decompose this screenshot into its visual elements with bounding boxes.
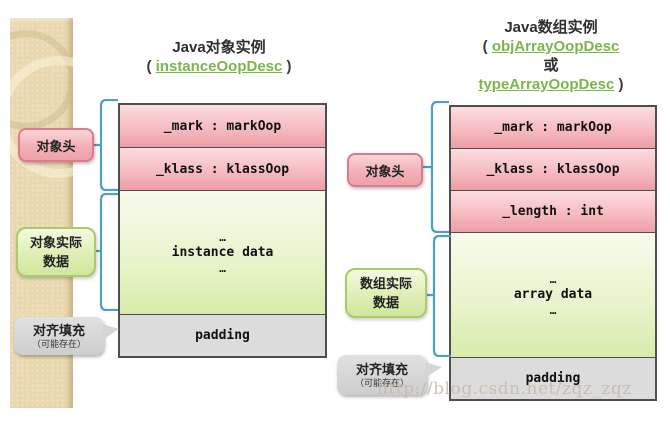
left-padding-label: 对齐填充 （可能存在） [14,317,119,355]
cell-padding: padding [451,357,655,399]
right-diagram-title: Java数组实例 ( objArrayOopDesc 或 typeArrayOo… [438,18,664,94]
right-array-data-label: 数组实际 数据 [345,268,427,318]
right-subtitle-line1: ( objArrayOopDesc [438,37,664,56]
right-subtitle-or: 或 [543,57,559,74]
paren-close: ) [286,58,292,75]
ellipsis: … [219,261,226,275]
instanceOopDesc-link[interactable]: instanceOopDesc [155,58,283,75]
label-line: 对齐填充 [32,323,85,338]
right-padding-label: 对齐填充 （可能存在） [337,355,442,395]
instance-data-text: instance data [171,244,274,260]
right-object-header-label: 对象头 [347,153,423,187]
cell-mark: _mark : markOop [120,105,325,147]
right-title-text: Java数组实例 [504,19,598,36]
label-line-small: （可能存在） [354,378,409,388]
left-object-header-label: 对象头 [18,128,94,162]
paren-open: ( [146,58,152,75]
header-brace [423,101,449,233]
label-line: 对象实际 [29,235,82,250]
left-subtitle: ( instanceOopDesc ) [112,57,326,76]
paren-close: ) [618,76,624,93]
objArrayOopDesc-link[interactable]: objArrayOopDesc [491,38,620,55]
paren-open: ( [482,38,488,55]
header-brace [92,99,118,191]
right-memory-table: _mark : markOop _klass : klassOop _lengt… [449,105,657,401]
array-data-text: array data [513,287,593,302]
left-memory-table: _mark : markOop _klass : klassOop … inst… [118,103,327,358]
cell-padding: padding [120,314,325,356]
data-brace [425,235,451,357]
label-line: 对齐填充 [355,362,408,377]
typeArrayOopDesc-link[interactable]: typeArrayOopDesc [478,76,615,93]
cell-klass: _klass : klassOop [451,148,655,190]
cell-instance-data: … instance data … [120,190,325,314]
right-subtitle-line2: typeArrayOopDesc ) [438,75,664,94]
ellipsis: … [549,273,557,286]
cell-length: _length : int [451,190,655,232]
watermark: http://blog.csdn.net/zqz_zqz [377,379,632,399]
left-instance-data-label: 对象实际 数据 [16,227,96,277]
circle-ornament [10,56,73,178]
label-line: 数据 [372,295,399,310]
cell-mark: _mark : markOop [451,107,655,148]
ellipsis: … [219,230,226,244]
label-line: 数组实际 [359,276,412,291]
left-title-text: Java对象实例 [172,39,266,56]
cell-array-data: … array data … [451,232,655,357]
left-diagram-title: Java对象实例 ( instanceOopDesc ) [112,38,326,76]
label-line-small: （可能存在） [31,339,86,349]
ellipsis: … [549,304,557,317]
label-line: 数据 [42,254,69,269]
cell-klass: _klass : klassOop [120,147,325,190]
